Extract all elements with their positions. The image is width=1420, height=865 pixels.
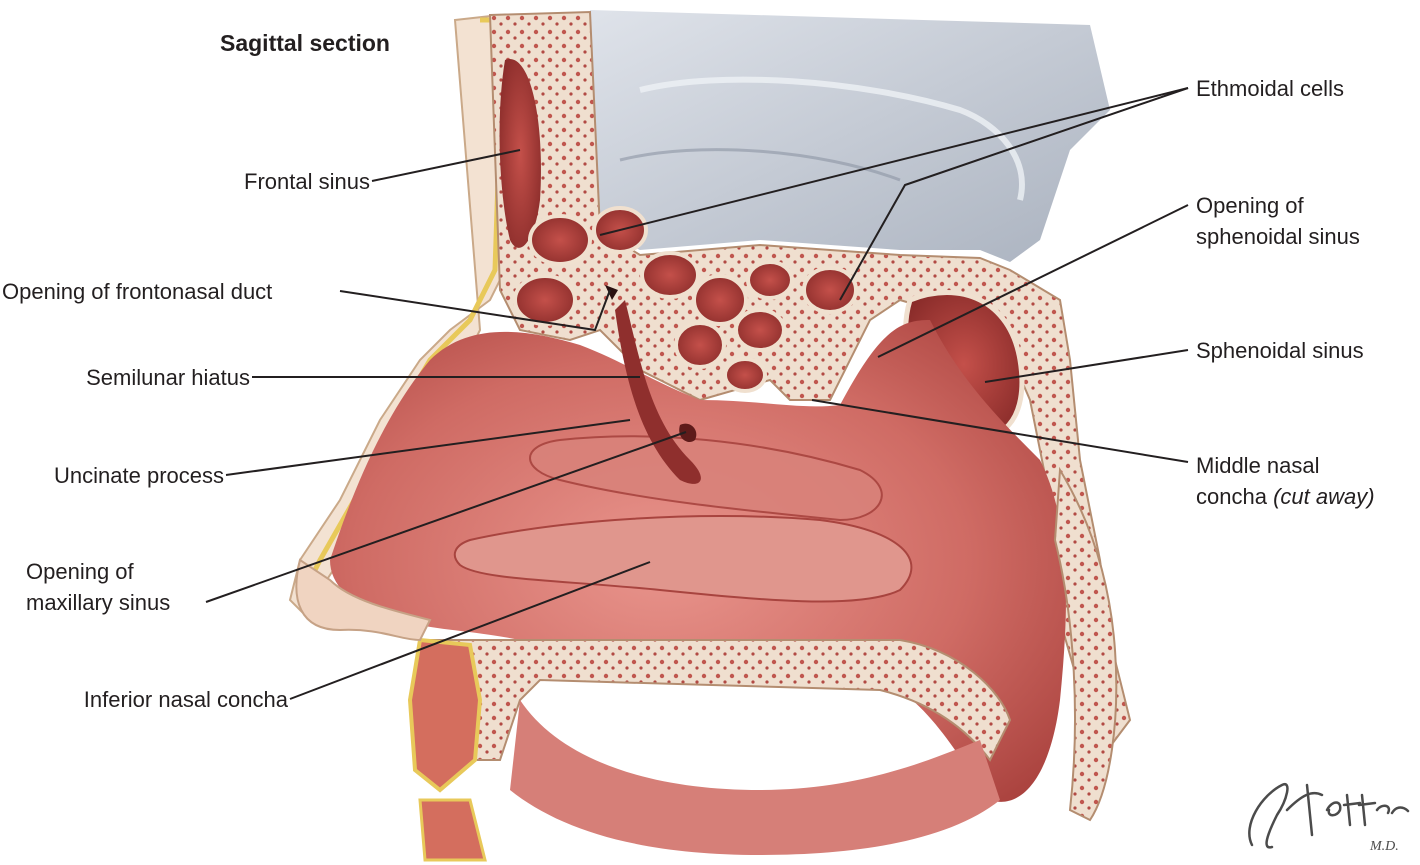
label-middle-nasal-concha-note: (cut away) — [1273, 484, 1375, 509]
leader-maxillary-sinus — [205, 431, 687, 603]
brain-fold — [639, 76, 1025, 201]
leader-ethmoidal-1 — [599, 87, 1189, 236]
nose-tip — [295, 558, 432, 642]
frontonasal-opening — [605, 285, 618, 300]
label-ethmoidal-cells: Ethmoidal cells — [1196, 76, 1344, 101]
brain-fold-2 — [619, 148, 901, 182]
label-inferior-nasal-concha: Inferior nasal concha — [83, 687, 288, 712]
maxillary-opening — [679, 423, 697, 443]
label-opening-frontonasal-duct: Opening of frontonasal duct — [2, 279, 273, 304]
signature-md: M.D. — [1369, 839, 1399, 854]
figure-title: Sagittal section — [220, 30, 390, 56]
leader-frontal-sinus — [371, 149, 521, 182]
posterior-pharynx — [1053, 466, 1118, 822]
artist-signature: M.D. — [1248, 782, 1410, 854]
leader-uncinate-process — [225, 419, 631, 476]
leader-sphenoidal-opening — [877, 204, 1189, 358]
label-opening-maxillary-sinus-line1: Opening of — [26, 559, 134, 584]
middle-concha — [529, 435, 883, 522]
hard-palate — [418, 639, 1012, 762]
leader-ethmoidal-2 — [839, 87, 1189, 301]
oral-cavity — [510, 700, 1000, 855]
leader-frontonasal-duct — [339, 289, 611, 332]
semilunar-groove — [615, 300, 701, 484]
upper-lip — [407, 637, 483, 793]
label-opening-maxillary-sinus-line2: maxillary sinus — [26, 590, 171, 615]
label-middle-nasal-concha-word: concha — [1196, 484, 1267, 509]
label-opening-sphenoidal-sinus-line2: sphenoidal sinus — [1196, 224, 1360, 249]
leader-sphenoidal-sinus — [984, 349, 1189, 383]
frontal-sinus-cavity — [499, 59, 541, 248]
label-middle-nasal-concha-line2: concha (cut away) — [1196, 481, 1375, 512]
label-middle-nasal-concha-line1: Middle nasal — [1196, 453, 1320, 478]
label-frontal-sinus: Frontal sinus — [244, 169, 370, 194]
leader-lines — [205, 87, 1189, 700]
label-sphenoidal-sinus: Sphenoidal sinus — [1196, 338, 1364, 363]
leader-inferior-concha — [289, 561, 651, 700]
lower-lip — [418, 798, 487, 862]
ethmoidal-cells — [513, 206, 858, 393]
label-opening-sphenoidal-sinus-line1: Opening of — [1196, 193, 1304, 218]
brain-region — [585, 10, 1110, 262]
inferior-concha — [453, 515, 913, 603]
leader-middle-concha — [811, 399, 1189, 463]
label-uncinate-process: Uncinate process — [54, 463, 224, 488]
label-semilunar-hiatus: Semilunar hiatus — [86, 365, 250, 390]
